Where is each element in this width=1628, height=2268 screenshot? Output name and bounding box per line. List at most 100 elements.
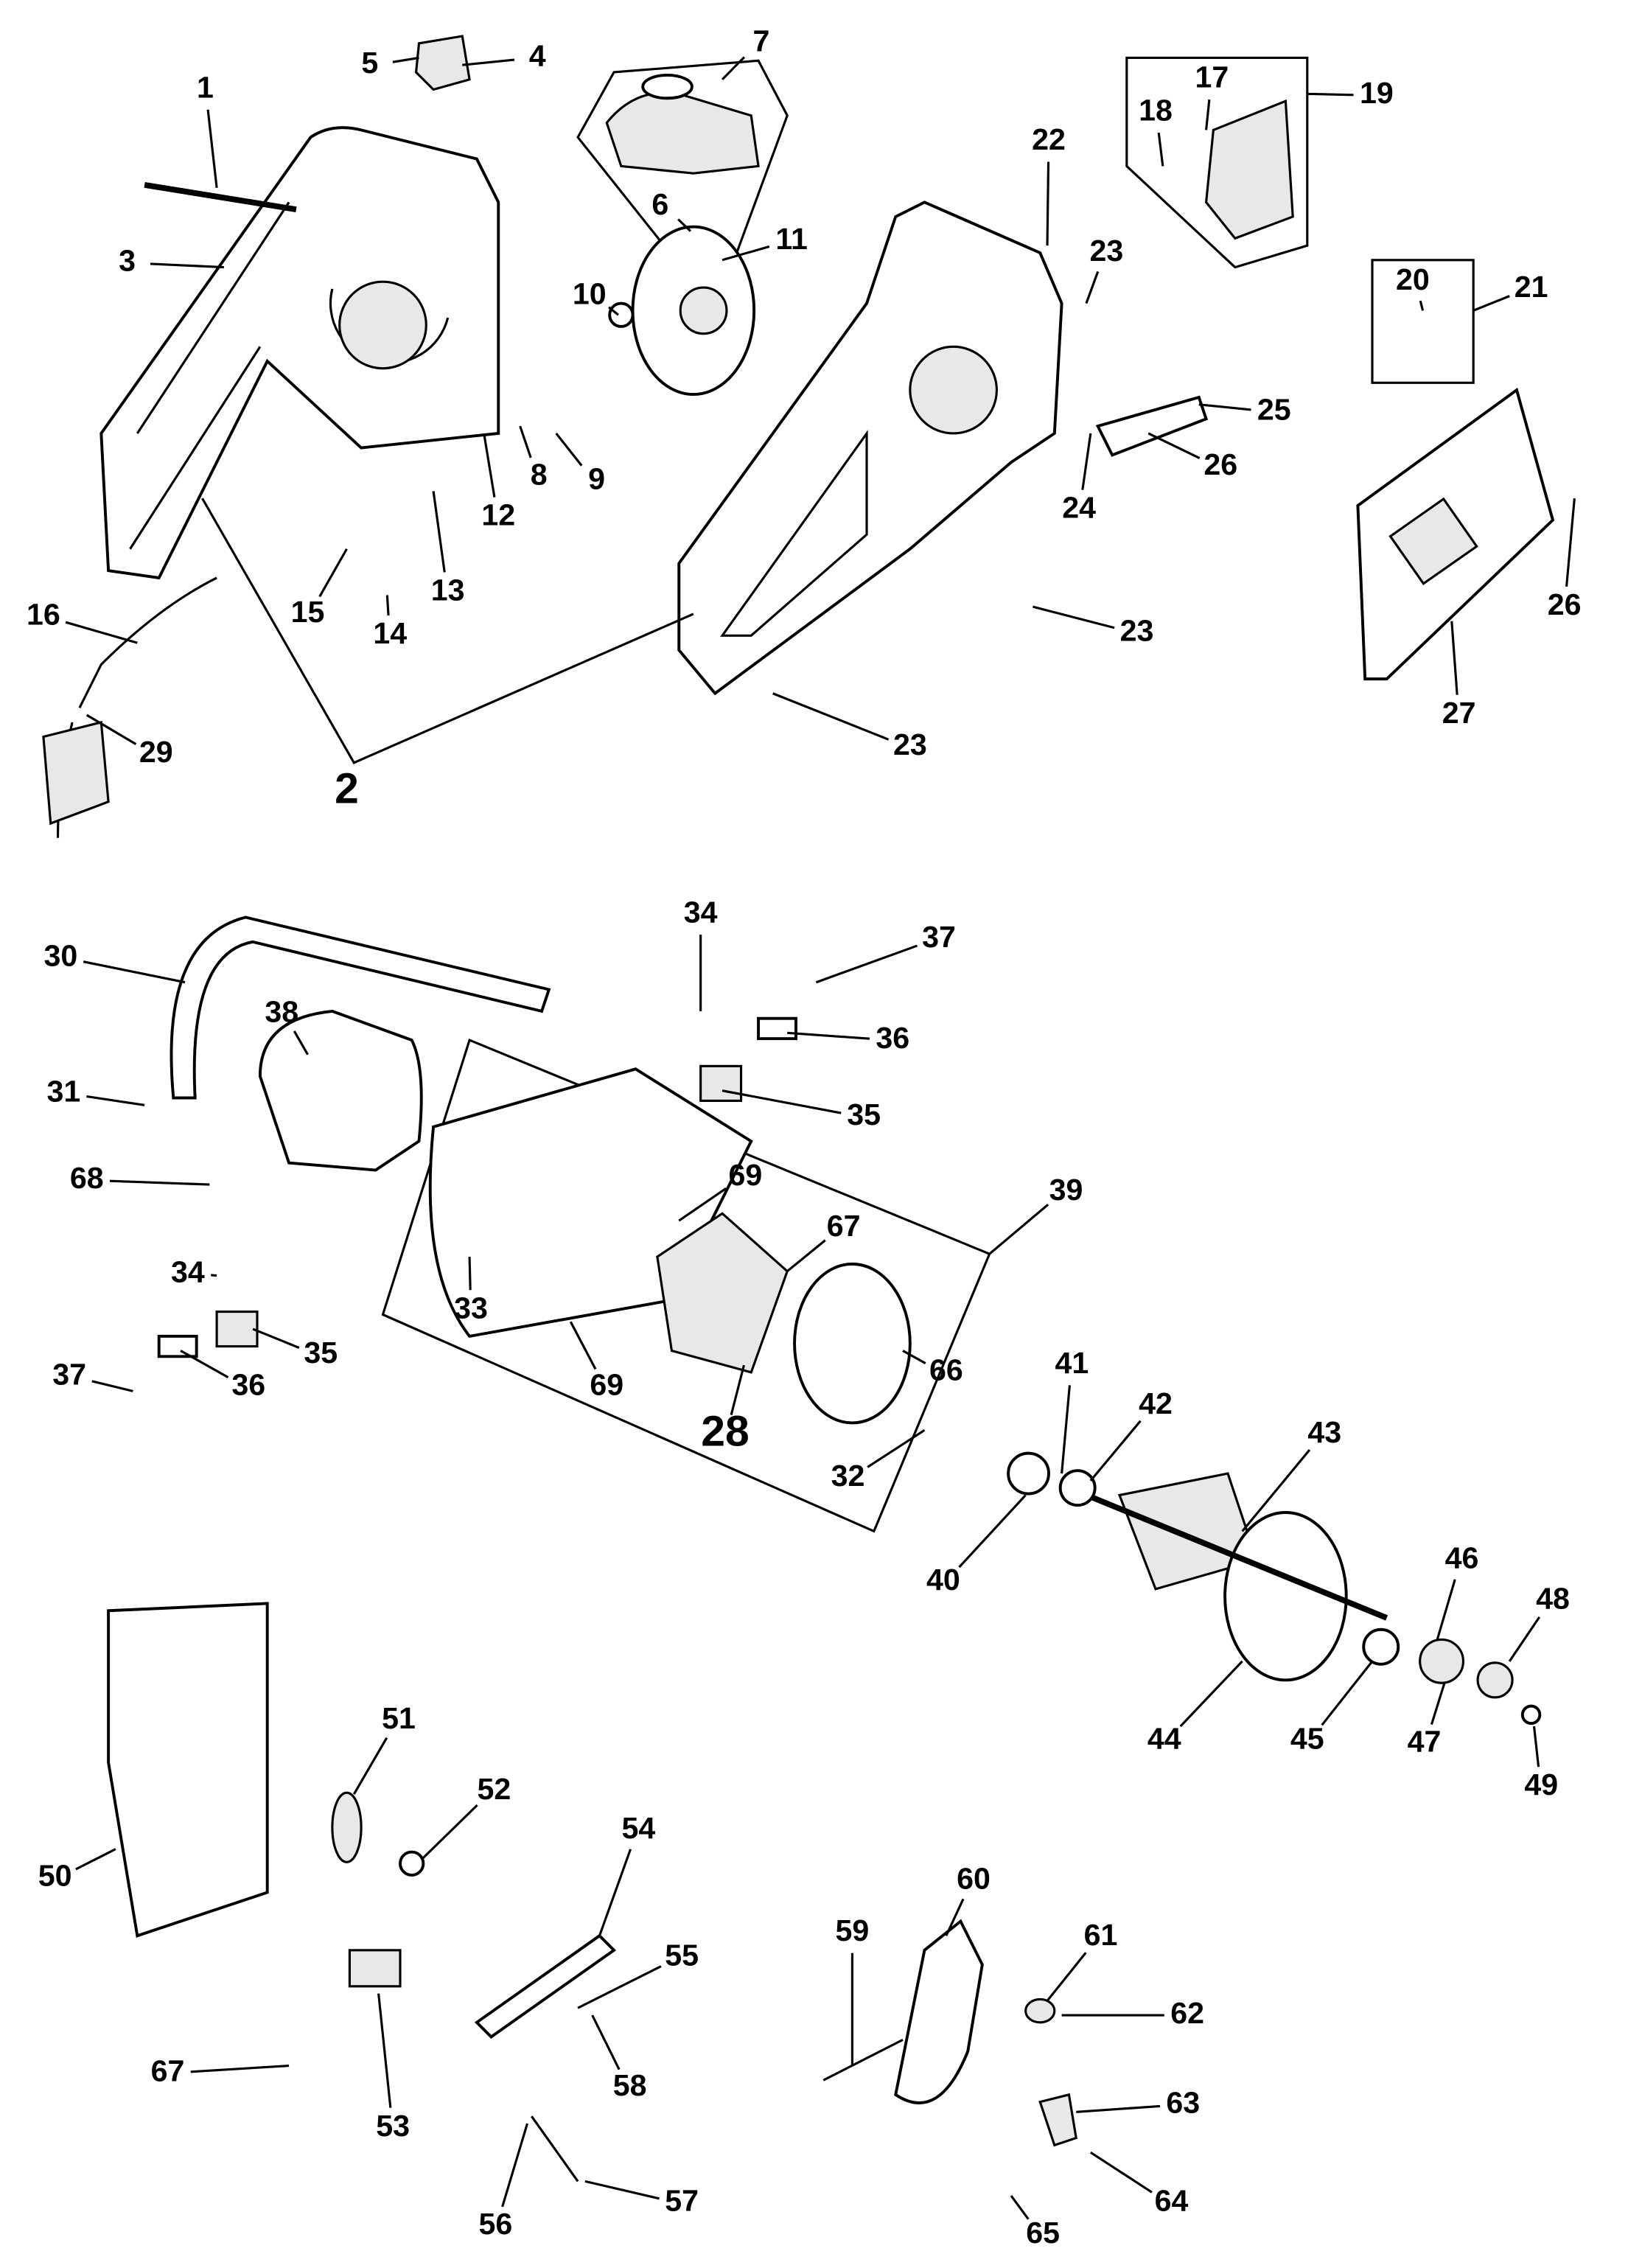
- part-label-32: 32: [831, 1459, 865, 1493]
- part-label-11: 11: [775, 222, 808, 256]
- leader-line-38: [293, 1030, 309, 1056]
- leader-line-36: [180, 1350, 229, 1378]
- part-label-67: 67: [151, 2054, 185, 2087]
- leader-line-7: [721, 56, 746, 80]
- part-label-35: 35: [847, 1098, 881, 1131]
- part-label-69: 69: [590, 1367, 623, 1401]
- leader-line-25: [1198, 403, 1251, 411]
- part-label-23: 23: [893, 727, 927, 761]
- leader-line-15: [318, 548, 348, 598]
- leader-line-60: [945, 1898, 965, 1936]
- lock-63: [1038, 2093, 1077, 2147]
- housing-right-port: [909, 345, 998, 435]
- part-label-24: 24: [1062, 491, 1096, 525]
- bolt-1: [144, 181, 297, 213]
- leader-line-20: [1419, 300, 1425, 311]
- brush-holder-35-left: [215, 1310, 259, 1348]
- leader-line-26: [1565, 498, 1576, 587]
- part-label-64: 64: [1155, 2184, 1189, 2218]
- housing-left: [99, 126, 500, 580]
- housing-left-hub: [338, 280, 427, 370]
- part-label-18: 18: [1139, 94, 1173, 128]
- leader-line-56: [501, 2123, 528, 2208]
- leader-line-32: [867, 1428, 926, 1468]
- tank-cap: [641, 73, 694, 100]
- leader-line-8: [519, 425, 532, 458]
- part-label-31: 31: [46, 1074, 80, 1108]
- part-label-26: 26: [1548, 587, 1582, 621]
- part-label-26: 26: [1203, 447, 1237, 481]
- part-label-33: 33: [454, 1291, 488, 1325]
- housing-right: [677, 200, 1063, 696]
- leader-line-42: [1089, 1420, 1142, 1482]
- leader-line-6: [677, 218, 692, 232]
- part-label-66: 66: [929, 1353, 963, 1387]
- part-label-16: 16: [27, 598, 60, 632]
- leader-line-45: [1321, 1660, 1374, 1726]
- part-label-30: 30: [44, 938, 78, 972]
- bracket: [1204, 99, 1294, 240]
- leader-line-26: [1147, 432, 1201, 459]
- motor-end-cap: [258, 1009, 423, 1172]
- leader-line-28: [730, 1364, 745, 1416]
- leader-line-18: [1157, 132, 1164, 167]
- leader-line-5: [392, 56, 419, 63]
- part-label-40: 40: [926, 1563, 960, 1597]
- leader-line-40: [958, 1494, 1027, 1569]
- part-label-44: 44: [1147, 1722, 1181, 1756]
- part-label-37: 37: [922, 920, 956, 954]
- leader-line-57: [584, 2180, 660, 2200]
- leader-line-47: [1430, 1682, 1446, 1726]
- nut-52: [399, 1850, 425, 1877]
- part-label-45: 45: [1290, 1722, 1324, 1756]
- part-label-48: 48: [1536, 1581, 1570, 1615]
- part-label-5: 5: [361, 46, 378, 80]
- leader-line-55: [577, 1965, 662, 2009]
- leader-line-10: [608, 306, 619, 316]
- bearing-45: [1362, 1627, 1400, 1666]
- part-label-68: 68: [70, 1161, 104, 1195]
- leader-line-54: [598, 1849, 632, 1936]
- part-label-65: 65: [1026, 2216, 1060, 2250]
- leader-line-13: [432, 491, 446, 573]
- brush-holder-35-top: [699, 1064, 743, 1102]
- leader-line-33: [468, 1257, 472, 1291]
- leader-line-22: [1046, 161, 1050, 246]
- leader-line-29: [85, 713, 137, 745]
- leader-line-63: [1076, 2104, 1161, 2113]
- leader-line-16: [65, 621, 138, 644]
- leader-line-23: [1033, 605, 1115, 629]
- part-label-41: 41: [1055, 1346, 1089, 1380]
- leader-line-53: [377, 1993, 392, 2108]
- part-label-29: 29: [139, 735, 173, 769]
- part-label-54: 54: [621, 1811, 655, 1845]
- part-label-4: 4: [529, 38, 546, 72]
- part-label-42: 42: [1139, 1386, 1173, 1420]
- leader-line-43: [1241, 1449, 1311, 1532]
- leader-line-66: [902, 1350, 926, 1364]
- part-label-9: 9: [588, 462, 605, 496]
- part-label-61: 61: [1084, 1918, 1118, 1952]
- brush-36-top: [757, 1016, 797, 1041]
- bushing-61: [1024, 1997, 1056, 2024]
- leader-line-69: [678, 1187, 727, 1222]
- leader-line-9: [555, 432, 583, 467]
- part-label-23: 23: [1120, 613, 1154, 647]
- leader-line-35: [722, 1089, 842, 1114]
- part-label-67: 67: [827, 1209, 861, 1243]
- bracket-group-outline: [1125, 56, 1309, 269]
- sprocket-center: [679, 286, 728, 335]
- part-label-14: 14: [373, 616, 407, 650]
- leader-line-23: [1085, 271, 1100, 304]
- part-label-46: 46: [1445, 1541, 1479, 1575]
- leader-line-23: [772, 692, 890, 741]
- pinion-48: [1476, 1661, 1514, 1699]
- armature-fan: [1223, 1511, 1348, 1682]
- part-label-57: 57: [665, 2184, 699, 2218]
- part-label-23: 23: [1089, 234, 1123, 268]
- rear-handle-guard: [107, 1602, 269, 1938]
- part-label-13: 13: [431, 573, 465, 607]
- leader-line-1: [206, 109, 218, 188]
- part-label-51: 51: [382, 1701, 416, 1735]
